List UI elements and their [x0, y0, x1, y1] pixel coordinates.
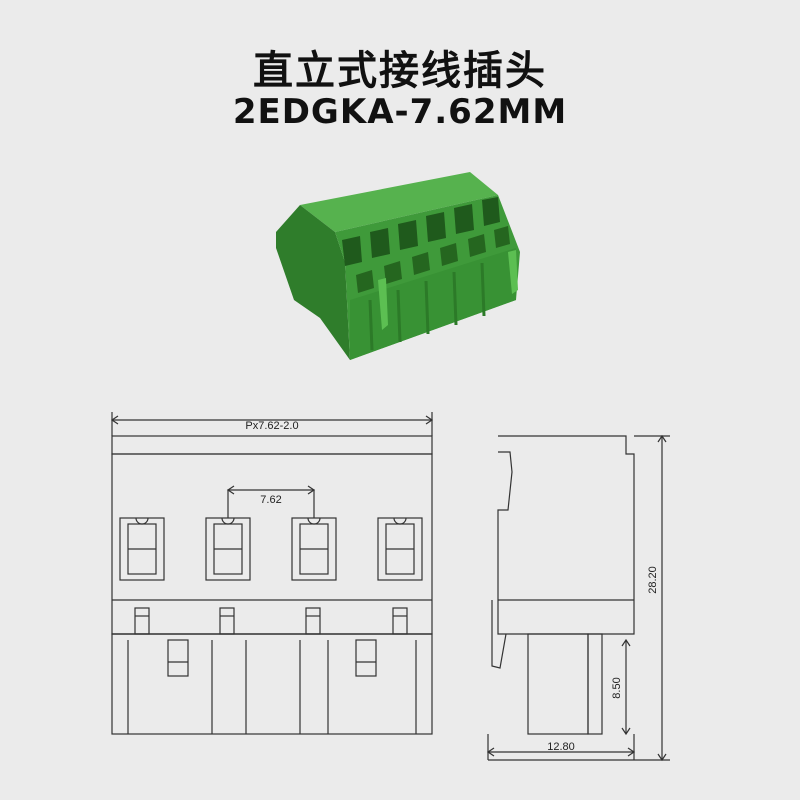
front-main-body: [111, 453, 433, 635]
front-top-cap: [111, 435, 433, 455]
product-title-chinese: 直立式接线插头: [253, 48, 547, 94]
screw-holes: [356, 226, 510, 293]
connector-lower-face: [350, 248, 516, 360]
overall-dimension-label: Px7.62-2.0: [245, 420, 298, 432]
connector-ribs: [368, 262, 486, 351]
front-pin-windows: [119, 517, 423, 581]
pin-length-dimension-label: 8.50: [611, 677, 623, 698]
side-view-latch: [491, 600, 507, 669]
front-screw-clamps: [134, 607, 408, 635]
width-dimension-label: 12.80: [547, 741, 575, 753]
connector-end-face: [276, 205, 350, 360]
product-model-number: 2EDGKA-7.62MM: [232, 92, 568, 132]
latch-tab-left: [167, 639, 189, 677]
wire-entry-openings: [342, 197, 500, 266]
front-base: [111, 633, 433, 735]
height-dimension-label: 28.20: [647, 566, 659, 594]
pitch-dimension-line: [227, 489, 315, 518]
latch-tab-right: [355, 639, 377, 677]
pitch-dimension-label: 7.62: [260, 494, 281, 506]
latch-left: [378, 278, 388, 330]
connector-top-face: [300, 172, 498, 232]
latch-right: [508, 250, 518, 294]
side-view-pin: [527, 633, 589, 735]
side-view-body: [497, 435, 635, 635]
